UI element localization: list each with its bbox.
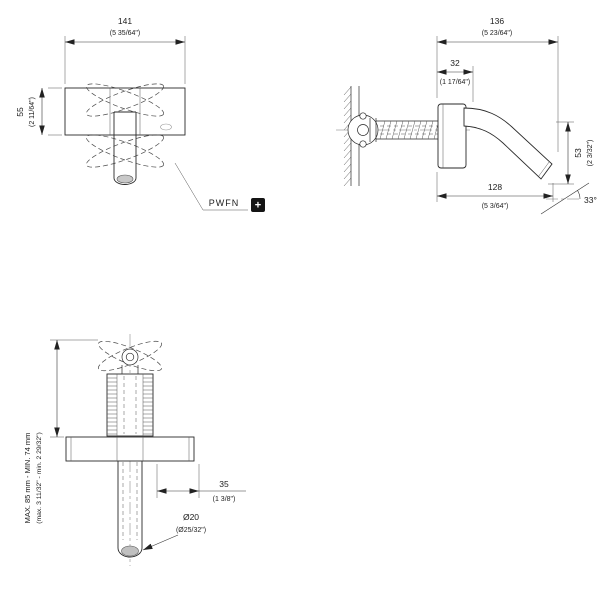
dim-reach-in: (5 3/64") <box>482 203 509 210</box>
front-body <box>64 87 186 136</box>
handle-phantom-top-icon <box>86 83 164 117</box>
brand-mark <box>160 123 172 131</box>
valve-body-threaded <box>106 373 154 437</box>
section-dim-diameter: Ø20 (Ø25/32") <box>142 512 206 551</box>
front-dim-height: 55 (2 11/64") <box>15 87 62 136</box>
spout-profile <box>463 107 553 180</box>
dim-depth-range-mm: MAX. 85 mm - MIN. 74 mm <box>23 433 32 524</box>
finish-label: PWFN <box>209 198 240 208</box>
section-aerator <box>121 545 139 557</box>
supply-pipe <box>376 120 439 140</box>
side-dim-total: 136 (5 23/64") <box>436 16 559 152</box>
front-dim-width: 141 (5 35/64") <box>64 16 186 84</box>
front-spout <box>113 111 137 185</box>
dim-offset-mm: 35 <box>219 479 229 489</box>
section-dim-offset: 35 (1 3/8") <box>156 464 246 503</box>
section-spout <box>117 461 143 558</box>
dim-drop-mm: 53 <box>573 148 583 158</box>
plus-icon: + <box>255 200 261 212</box>
wall-hatch <box>343 86 352 187</box>
side-dim-angle: 33° <box>540 182 597 215</box>
dim-body-mm: 32 <box>450 58 460 68</box>
escutcheon-plate <box>65 436 195 462</box>
dim-offset-in: (1 3/8") <box>213 496 236 503</box>
dim-depth-range-in: (max. 3 11/32" - min. 2 29/32") <box>36 432 43 524</box>
dim-drop-in: (2 3/32") <box>587 140 594 167</box>
dim-width-in: (5 35/64") <box>110 30 141 37</box>
dim-diameter-in: (Ø25/32") <box>176 527 206 534</box>
dim-diameter-mm: Ø20 <box>183 512 199 522</box>
finish-callout: PWFN + <box>174 162 265 212</box>
dim-body-in: (1 17/64") <box>440 79 471 86</box>
dim-height-in: (2 11/64") <box>29 97 36 127</box>
handle-screw <box>121 348 139 374</box>
section-view: MAX. 85 mm - MIN. 74 mm (max. 3 11/32" -… <box>23 334 246 566</box>
section-dim-depth-range: MAX. 85 mm - MIN. 74 mm (max. 3 11/32" -… <box>23 339 98 524</box>
finish-plus-box <box>251 198 265 212</box>
side-view: 136 (5 23/64") 32 (1 17/64") 53 (2 3/32"… <box>336 16 597 215</box>
front-aerator <box>116 174 134 184</box>
side-dim-body: 32 (1 17/64") <box>437 58 474 102</box>
dim-height-mm: 55 <box>15 107 25 117</box>
dim-width-mm: 141 <box>118 16 132 26</box>
side-dim-drop: 53 (2 3/32") <box>548 121 594 185</box>
dim-reach-mm: 128 <box>488 182 502 192</box>
dim-total-mm: 136 <box>490 16 504 26</box>
wall-section <box>343 86 360 187</box>
side-dim-reach: 128 (5 3/64") <box>436 172 554 210</box>
front-view: 141 (5 35/64") 55 (2 11/64") PWFN + <box>15 16 265 212</box>
dim-total-in: (5 23/64") <box>482 30 513 37</box>
supply-flange <box>347 112 379 148</box>
dim-angle: 33° <box>584 195 597 205</box>
handle-phantom-bottom-icon <box>86 134 164 168</box>
mixer-body <box>437 103 467 169</box>
